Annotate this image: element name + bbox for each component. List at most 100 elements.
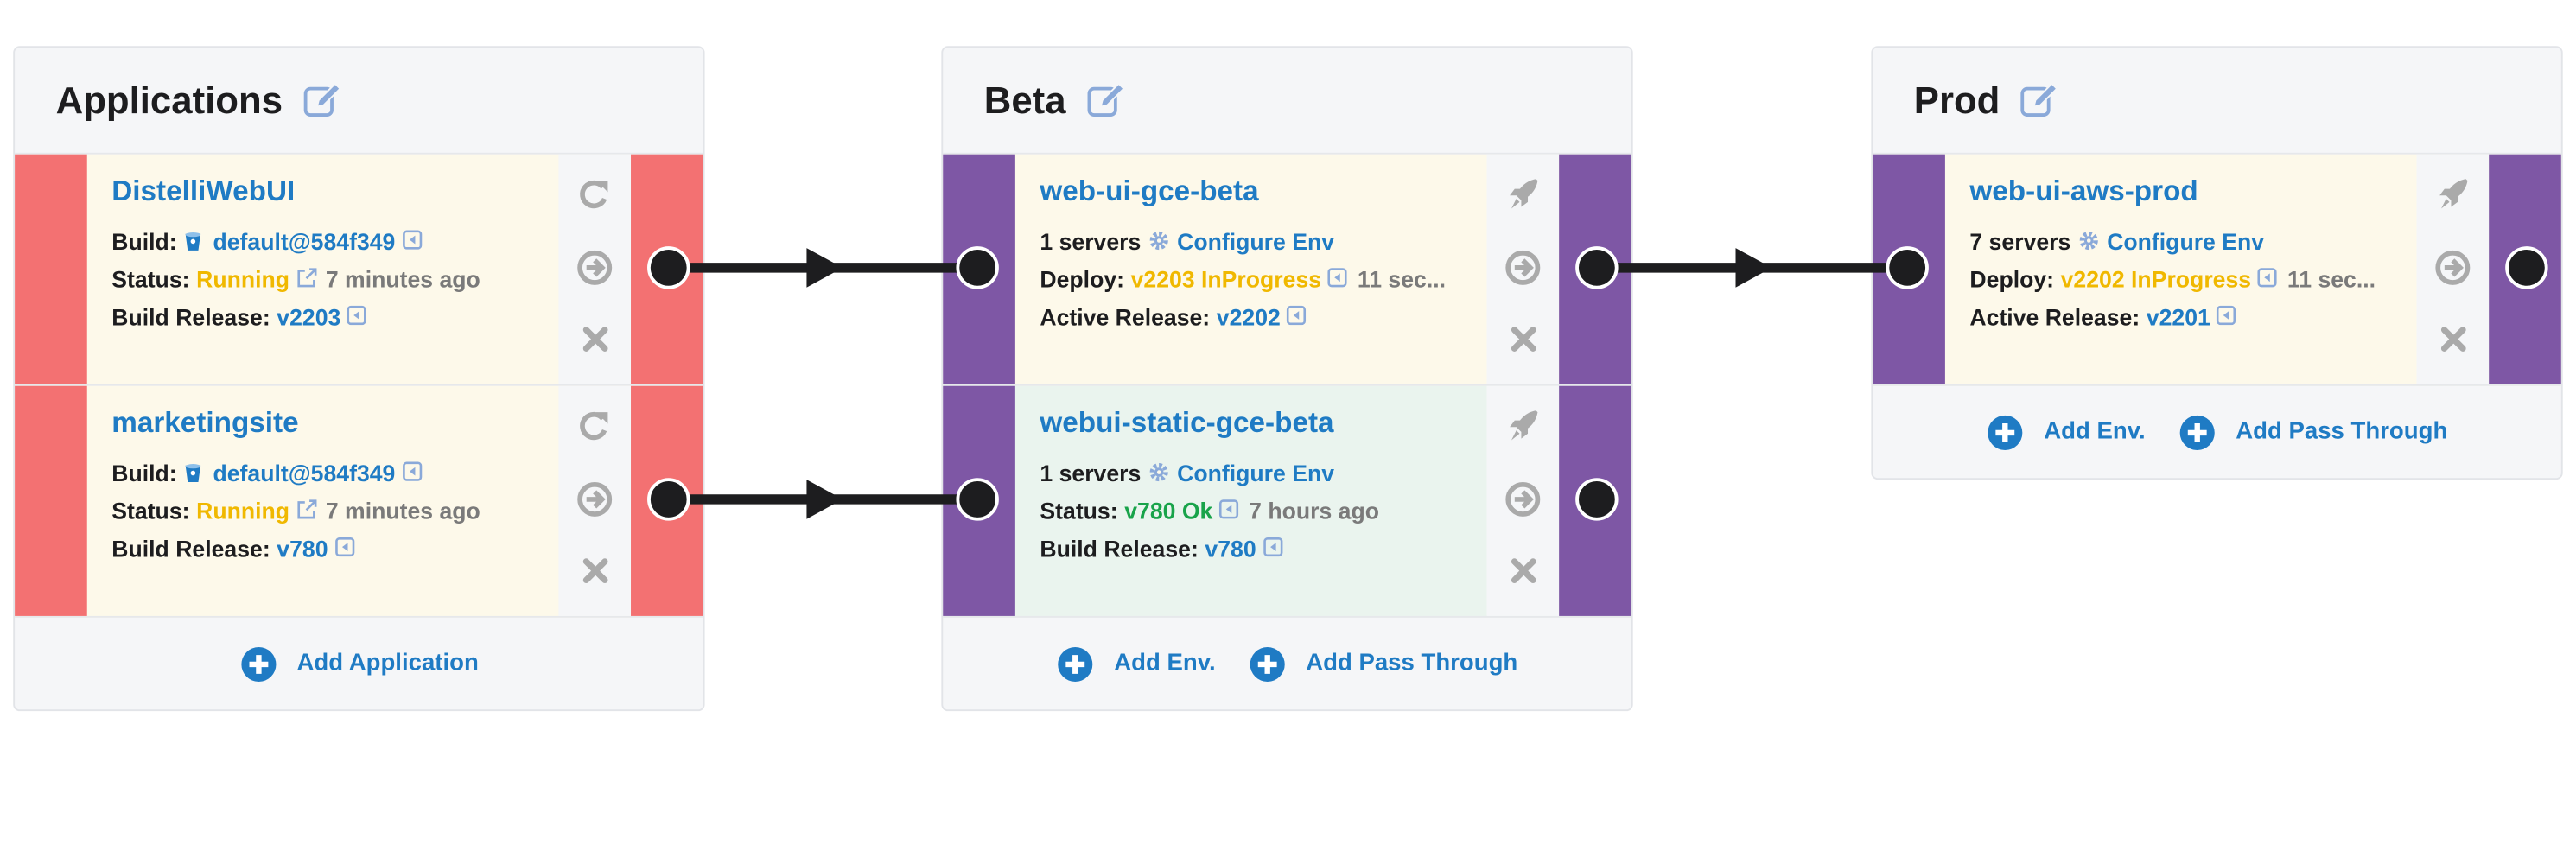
rocket-icon	[2439, 178, 2468, 208]
field-label: Status:	[111, 265, 190, 292]
arrow-circle-right-icon	[2435, 250, 2471, 285]
value-link[interactable]: default@584f349	[213, 227, 396, 254]
arrow-circle-right-icon	[577, 481, 613, 517]
value-link[interactable]: Configure Env	[2107, 227, 2265, 254]
close-button[interactable]	[1509, 326, 1536, 362]
status-text: 7 minutes ago	[325, 265, 480, 292]
field-label: 1 servers	[1040, 459, 1142, 486]
row-name-link[interactable]: web-ui-aws-prod	[1969, 174, 2198, 207]
panel-title: Applications	[55, 78, 283, 121]
close-icon	[582, 327, 607, 353]
close-button[interactable]	[581, 557, 608, 594]
plus-circle-icon	[1058, 646, 1093, 682]
rollback-icon[interactable]	[402, 229, 425, 252]
external-link-icon[interactable]	[296, 499, 320, 522]
close-button[interactable]	[581, 326, 608, 362]
value-link[interactable]: v2203	[277, 302, 341, 330]
arrow-circle-right-button[interactable]	[576, 481, 613, 525]
value-link[interactable]: v780	[277, 534, 328, 562]
close-icon	[2439, 327, 2465, 353]
info-line: Build Release:v780	[1040, 529, 1486, 567]
close-button[interactable]	[1509, 557, 1536, 594]
rocket-button[interactable]	[1506, 177, 1539, 219]
value-link[interactable]: v2201	[2146, 302, 2210, 330]
refresh-button[interactable]	[578, 177, 611, 219]
rollback-icon[interactable]	[1263, 537, 1286, 560]
edit-icon[interactable]	[302, 82, 345, 118]
add-pass-through-button[interactable]: Add Pass Through	[2178, 413, 2447, 451]
row-name-link[interactable]: marketingsite	[111, 405, 299, 439]
arrow-circle-right-button[interactable]	[1504, 250, 1541, 294]
add-application-button[interactable]: Add Application	[239, 645, 479, 683]
field-label: Active Release:	[1969, 302, 2140, 330]
add-pass-through-button[interactable]: Add Pass Through	[1249, 645, 1518, 683]
arrow-circle-right-icon	[1505, 250, 1541, 285]
rocket-icon	[1510, 178, 1538, 208]
value-link[interactable]: v780	[1205, 534, 1256, 562]
input-stripe	[943, 154, 1015, 384]
refresh-icon	[580, 180, 608, 208]
external-link-icon[interactable]	[296, 267, 320, 290]
row-name-link[interactable]: webui-static-gce-beta	[1040, 405, 1334, 439]
plus-circle-icon	[2179, 414, 2215, 450]
refresh-button[interactable]	[578, 409, 611, 450]
rocket-button[interactable]	[2436, 177, 2469, 219]
status-text: 11 sec...	[1357, 265, 1447, 292]
rollback-icon[interactable]	[2258, 267, 2281, 290]
field-label: Status:	[1040, 497, 1118, 524]
info-line: Active Release:v2202	[1040, 297, 1486, 335]
button-label: Add Env.	[1114, 650, 1216, 677]
rollback-icon[interactable]	[1219, 499, 1243, 522]
status-text: v2203 InProgress	[1130, 265, 1322, 292]
panel-header: Applications	[15, 48, 703, 155]
field-label: Build Release:	[111, 302, 270, 330]
panel-title: Prod	[1913, 78, 2000, 121]
rollback-icon[interactable]	[2217, 304, 2240, 328]
info-line: Active Release:v2201	[1969, 297, 2416, 335]
input-stripe	[1873, 154, 1945, 384]
close-icon	[1510, 327, 1536, 353]
field-label: Build Release:	[111, 534, 270, 562]
value-link[interactable]: Configure Env	[1177, 459, 1335, 486]
row-actions	[2416, 154, 2490, 384]
rollback-icon[interactable]	[334, 537, 358, 560]
info-line: Build:default@584f349	[111, 454, 558, 492]
add-env-button[interactable]: Add Env.	[1057, 645, 1216, 683]
button-label: Add Pass Through	[1306, 650, 1518, 677]
row-name-link[interactable]: web-ui-gce-beta	[1040, 174, 1259, 207]
panel-footer: Add Application	[15, 618, 703, 709]
rollback-icon[interactable]	[1328, 267, 1352, 290]
rollback-icon[interactable]	[402, 461, 425, 484]
status-text: v780 Ok	[1124, 497, 1213, 524]
arrow-circle-right-button[interactable]	[1504, 481, 1541, 525]
arrow-circle-right-button[interactable]	[2434, 250, 2471, 294]
input-stripe	[943, 385, 1015, 616]
output-stripe	[1559, 385, 1631, 616]
arrow-circle-right-button[interactable]	[576, 250, 613, 294]
close-button[interactable]	[2439, 326, 2466, 362]
value-link[interactable]: v2202	[1216, 302, 1281, 330]
close-icon	[582, 558, 607, 584]
panel-footer: Add Env. Add Pass Through	[943, 618, 1631, 709]
rollback-icon[interactable]	[347, 304, 371, 328]
input-stripe	[15, 385, 87, 616]
edit-icon[interactable]	[2019, 82, 2062, 118]
row-name-link[interactable]: DistelliWebUI	[111, 174, 296, 207]
edit-icon[interactable]	[1085, 82, 1128, 118]
add-env-button[interactable]: Add Env.	[1987, 413, 2146, 451]
output-stripe	[2489, 154, 2561, 384]
rocket-button[interactable]	[1506, 409, 1539, 450]
panel-title: Beta	[983, 78, 1066, 121]
plus-circle-icon	[1250, 646, 1285, 682]
status-text: 7 hours ago	[1249, 497, 1380, 524]
value-link[interactable]: default@584f349	[213, 459, 396, 486]
value-link[interactable]: Configure Env	[1177, 227, 1335, 254]
rollback-icon[interactable]	[1287, 304, 1310, 328]
